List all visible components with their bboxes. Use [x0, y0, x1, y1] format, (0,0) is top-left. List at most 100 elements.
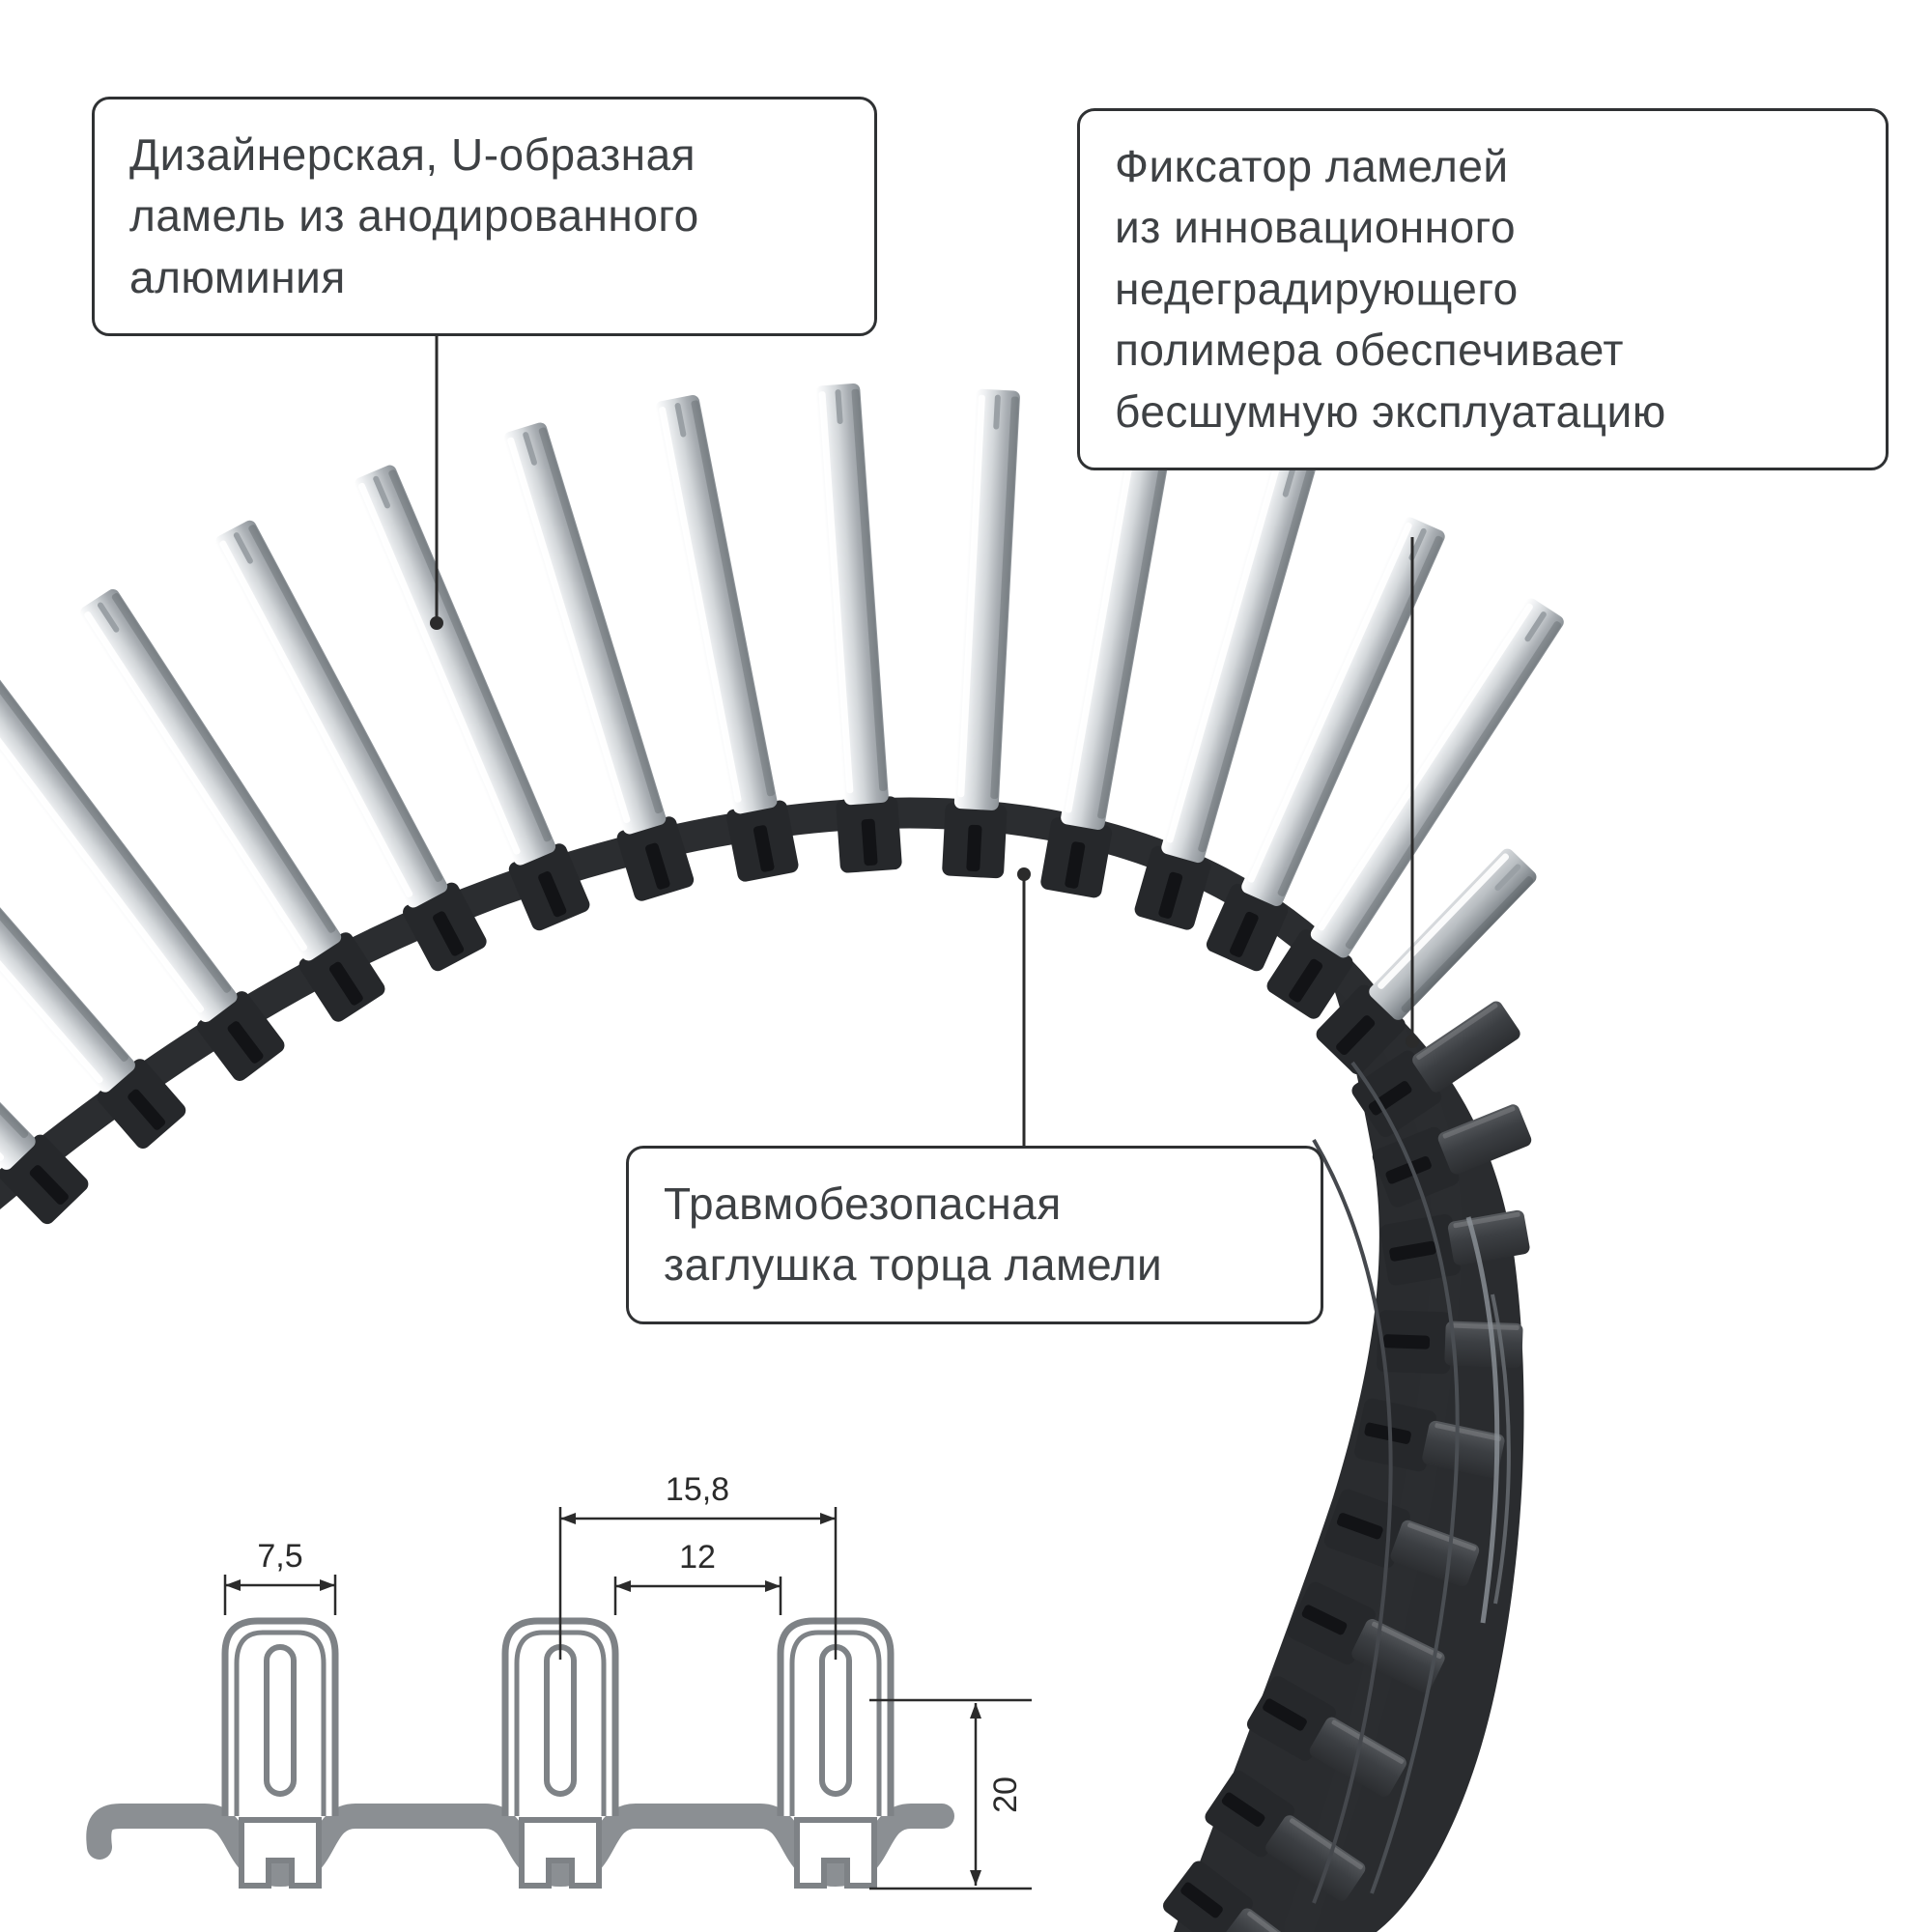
lamella-body [355, 465, 556, 866]
dimension-lamella-width: 7,5 [223, 1538, 337, 1615]
lamella [215, 520, 487, 972]
lamella-edge-light [1247, 1911, 1319, 1932]
lamella-u-slot [1524, 611, 1547, 642]
lamella-body [503, 422, 667, 835]
callout-lamella: Дизайнерская, U-образная ламель из аноди… [92, 97, 877, 337]
lamella [815, 383, 902, 873]
lamella-shade [248, 525, 443, 882]
lamella-u-slot [993, 394, 1001, 430]
lamella [942, 388, 1020, 879]
lamella-edge-light [1407, 1522, 1477, 1551]
lamella-u-slot [233, 532, 253, 564]
lamella-body [0, 751, 135, 1093]
lamella-u-slot [373, 475, 390, 509]
lamella-dark [1351, 1001, 1520, 1137]
dimension-gap: 12 [613, 1539, 782, 1615]
lamella-u-slot [97, 602, 120, 633]
leader-fixator-dot [1406, 1035, 1419, 1048]
end-cap-slot [1336, 1513, 1383, 1540]
lamella-shade [691, 400, 775, 797]
callout-endcap-line-2: заглушка торца ламели [664, 1239, 1163, 1291]
lamella-shade [0, 754, 128, 1062]
lamella-body [0, 665, 238, 1023]
lamella-highlight [1065, 415, 1141, 813]
lamella-u-slot [674, 403, 687, 438]
lamella-dark [1163, 1861, 1321, 1932]
lamella [80, 588, 385, 1022]
callout-endcap-line-1: Травмобезопасная [664, 1179, 1062, 1229]
end-cap-slot [538, 871, 567, 918]
lamella-edge-light [1331, 1719, 1405, 1764]
lamella [1134, 454, 1316, 930]
lamella-shade [851, 388, 888, 791]
lamella-edge-light [1289, 1818, 1363, 1870]
end-cap-slot [1382, 1334, 1431, 1350]
lamella-highlight [357, 482, 521, 855]
lamella-edge-light [1435, 1423, 1502, 1441]
end-cap-slot [29, 1165, 69, 1206]
roll-streaks [1312, 1061, 1511, 1904]
end-cap-slot [1389, 1240, 1436, 1262]
lamella-body [815, 383, 889, 806]
end-cap-slot [1336, 1015, 1376, 1056]
lamella-body [1351, 1619, 1445, 1693]
leader-endcap-dot [1017, 867, 1031, 881]
profile-2 [505, 1621, 615, 1886]
end-cap-slot [1180, 1882, 1223, 1918]
end-cap-slot [1065, 841, 1086, 889]
lamella-highlight [507, 437, 631, 824]
callout-fixator-line-2: из инновационного [1115, 202, 1517, 253]
profile-1 [225, 1621, 335, 1886]
end-cap-slot [753, 825, 775, 872]
cross-section-drawing: 7,5 15,8 12 [86, 1471, 1032, 1890]
end-cap-slot [1221, 1792, 1265, 1827]
lamella-body [215, 520, 448, 908]
end-cap-slot [433, 911, 465, 956]
lamella-shade [1198, 469, 1315, 853]
end-cap-slot [1263, 1698, 1307, 1731]
callout-lamella-line-2: ламель из анодированного [129, 190, 699, 242]
lamella-dark [1287, 1581, 1445, 1693]
lamella-highlight [1378, 853, 1510, 989]
lamella-body [655, 394, 778, 814]
lamella-u-slot [1494, 864, 1521, 892]
lamella-dark [1377, 1310, 1523, 1375]
lamella-shade [388, 469, 552, 842]
lamella-dark [1372, 1104, 1532, 1208]
lamella-dark [1205, 1771, 1366, 1901]
end-cap-slot [1301, 1605, 1348, 1635]
leader-lines [430, 286, 1419, 1146]
end-cap-slot [861, 818, 878, 867]
lamella-shade [111, 592, 336, 933]
dimension-height: 20 [869, 1698, 1032, 1890]
end-cap-slot [128, 1089, 166, 1130]
callout-fixator-line-1: Фиксатор ламелей [1115, 141, 1509, 191]
dim-label-height: 20 [987, 1776, 1024, 1813]
lamella-highlight [1247, 522, 1412, 883]
lamella [1206, 517, 1445, 972]
lamella-shade [1277, 535, 1443, 896]
lamella [0, 751, 186, 1149]
lamella-highlight [1318, 603, 1533, 931]
lamellas-group [0, 383, 1564, 1932]
lamella-body [1221, 1908, 1321, 1932]
lamella-edge-light [1416, 1003, 1498, 1061]
lamella [1266, 598, 1564, 1019]
lamella-shade [990, 396, 1019, 800]
lamella-body [953, 388, 1020, 810]
lamella-highlight [1166, 460, 1282, 843]
lamella-body [1241, 517, 1445, 906]
lamella-shade [1097, 421, 1175, 819]
lamella-highlight [0, 777, 103, 1084]
lamella-highlight [0, 689, 205, 1013]
lamella-highlight [818, 391, 854, 794]
callout-lamella-line-3: алюминия [129, 251, 346, 302]
lamella [0, 665, 285, 1081]
lamella-body [1412, 1001, 1520, 1093]
lamella-body [1061, 410, 1176, 831]
lamella [0, 841, 89, 1225]
lamella-shade [0, 668, 232, 993]
lamella-u-slot [1282, 463, 1297, 497]
